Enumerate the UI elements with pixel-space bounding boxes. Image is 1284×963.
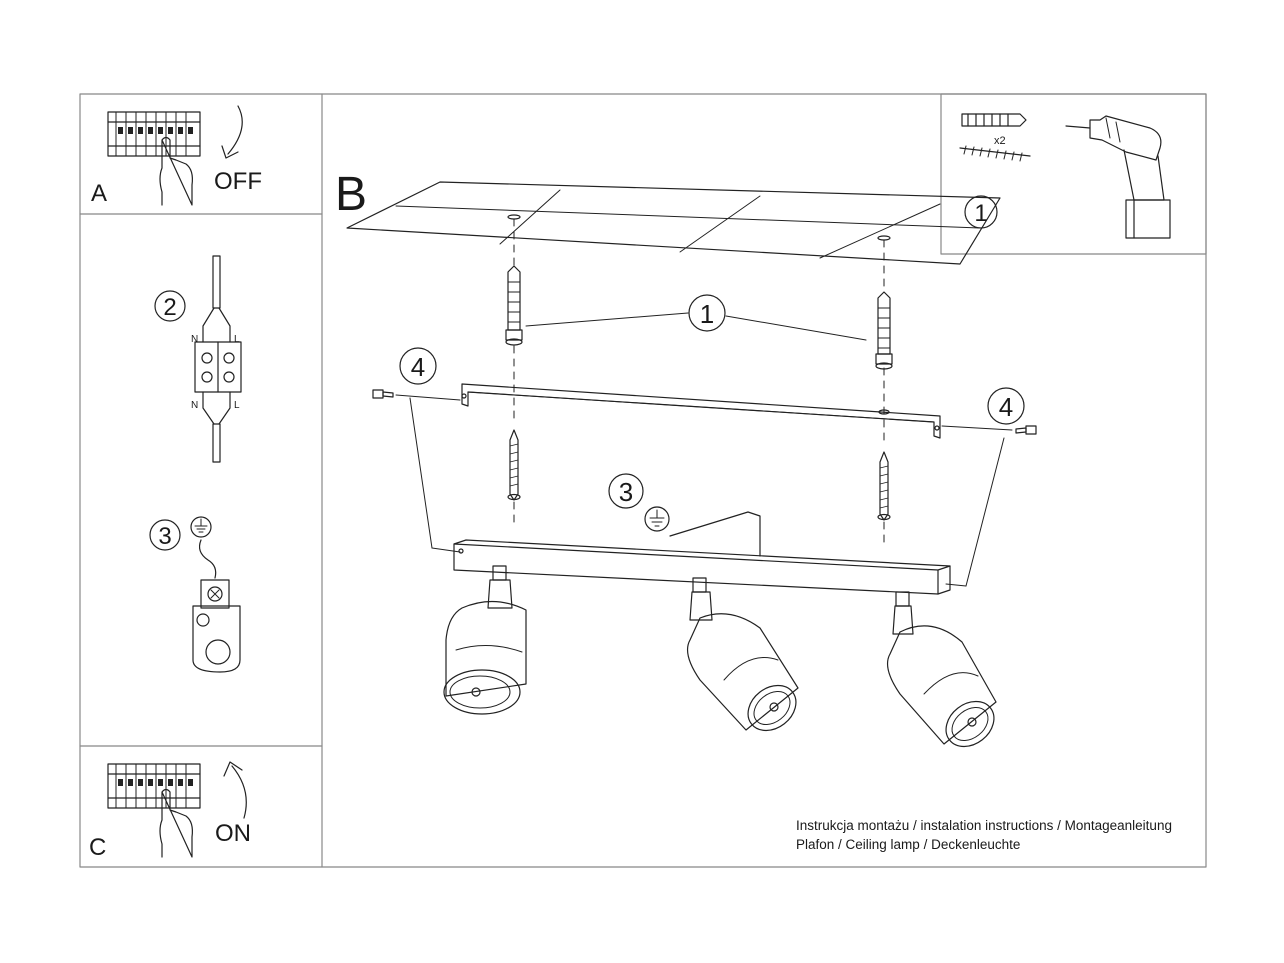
terminal-l-bottom: L bbox=[234, 400, 240, 411]
callout-1-number: 1 bbox=[700, 299, 714, 329]
wall-plug-right bbox=[875, 291, 893, 370]
caption: Instrukcja montażu / instalation instruc… bbox=[796, 816, 1172, 854]
panel-c-state: ON bbox=[215, 820, 251, 847]
drill-guide-lines bbox=[513, 218, 885, 545]
lamp-body bbox=[453, 539, 951, 595]
hand-icon bbox=[159, 136, 193, 206]
wall-plug-left bbox=[505, 265, 523, 346]
side-screw-right bbox=[941, 425, 1037, 435]
spotlight-middle bbox=[687, 577, 799, 732]
sheet-frame bbox=[79, 93, 1207, 868]
callout-3: 3 bbox=[608, 473, 761, 557]
screw-right bbox=[877, 451, 891, 521]
panel-a-state: OFF bbox=[214, 168, 262, 195]
screw-left bbox=[507, 429, 521, 501]
arrow-up-icon bbox=[223, 761, 247, 819]
caption-line-1: Instrukcja montażu / instalation instruc… bbox=[796, 818, 1172, 833]
terminal-n-top: N bbox=[191, 334, 198, 345]
ground-icon bbox=[644, 506, 670, 532]
panel-a-letter: A bbox=[91, 180, 107, 207]
tools-step-number: 1 bbox=[974, 200, 987, 227]
assembly-guide-lines bbox=[409, 397, 1005, 587]
panel-c-breaker: C ON bbox=[89, 761, 251, 861]
tools-step-badge bbox=[964, 195, 998, 229]
breaker-box-icon bbox=[107, 763, 201, 809]
mounting-bracket bbox=[461, 383, 941, 439]
drill-icon bbox=[1065, 115, 1171, 239]
callout-4-left-number: 4 bbox=[411, 352, 425, 382]
step-3-ground-clamp: 3 bbox=[149, 516, 241, 673]
spotlight-left bbox=[443, 565, 527, 715]
step-2-terminal-block: 2 N L N L bbox=[154, 255, 242, 463]
terminal-n-bottom: N bbox=[191, 400, 198, 411]
wall-plug-icon bbox=[961, 113, 1027, 127]
spotlight-right bbox=[887, 591, 997, 748]
step-2-number: 2 bbox=[163, 294, 176, 321]
step-2-badge bbox=[154, 290, 186, 322]
step-3-badge bbox=[149, 519, 181, 551]
ground-icon bbox=[190, 516, 212, 538]
callout-3-number: 3 bbox=[619, 477, 633, 507]
panel-b-letter: B bbox=[335, 168, 367, 221]
breaker-box-icon bbox=[107, 111, 201, 157]
screw-icon bbox=[959, 145, 1031, 162]
callout-1: 1 bbox=[525, 294, 867, 341]
panel-c-letter: C bbox=[89, 834, 106, 861]
panel-a-breaker: A OFF bbox=[91, 105, 262, 207]
ceiling-plate bbox=[346, 181, 1001, 265]
callout-4-right-number: 4 bbox=[999, 392, 1013, 422]
plug-qty: x2 bbox=[994, 135, 1006, 147]
terminal-l-top: L bbox=[234, 334, 240, 345]
side-screw-left bbox=[372, 389, 461, 401]
step-3-number: 3 bbox=[158, 523, 171, 550]
ground-wire bbox=[669, 511, 761, 557]
callout-4-left: 4 bbox=[399, 347, 437, 385]
tools-box: x2 1 bbox=[959, 113, 1171, 239]
arrow-down-icon bbox=[221, 105, 243, 159]
caption-line-2: Plafon / Ceiling lamp / Deckenleuchte bbox=[796, 837, 1021, 852]
callout-4-right: 4 bbox=[987, 387, 1025, 425]
hand-icon bbox=[159, 788, 193, 858]
